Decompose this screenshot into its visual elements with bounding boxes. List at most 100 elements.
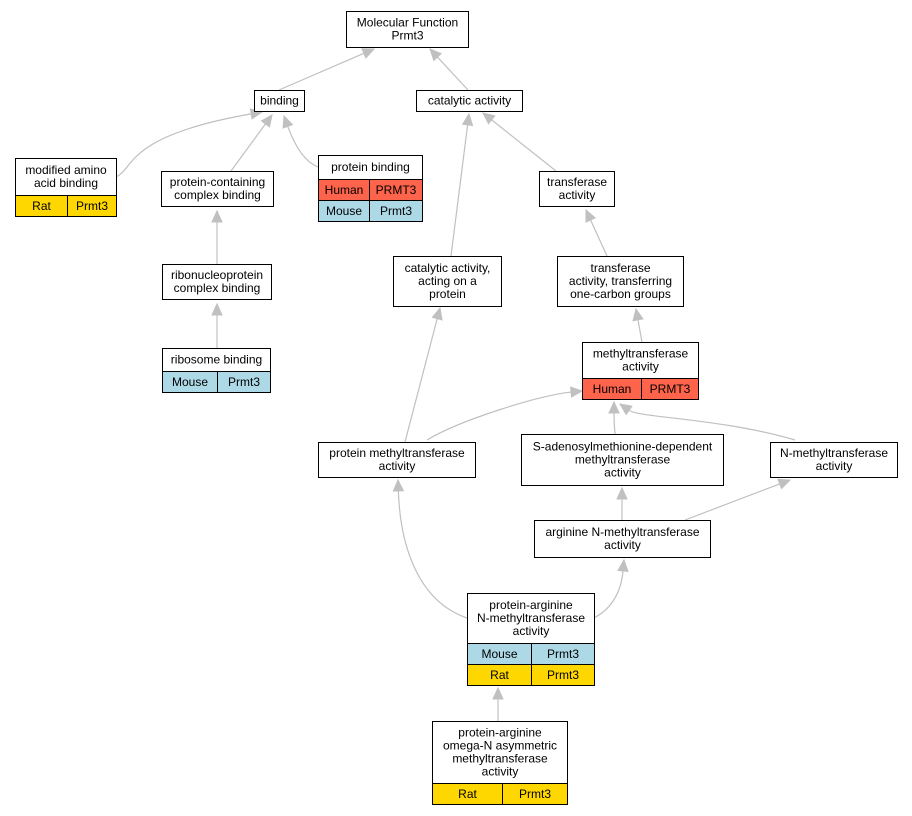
node-label-line: complex binding xyxy=(174,188,261,202)
edge-tocg-to-transferase xyxy=(585,208,608,257)
edge-line xyxy=(450,124,469,257)
node-label-line: Prmt3 xyxy=(391,29,423,43)
go-term-node-sam[interactable]: S-adenosylmethionine-dependentmethyltran… xyxy=(521,434,724,486)
edges-layer xyxy=(115,48,796,721)
node-label-line: activity xyxy=(379,459,416,473)
edge-arrowhead xyxy=(211,302,223,316)
edge-arrowhead xyxy=(608,400,620,414)
edge-modaa-to-binding xyxy=(115,108,264,178)
edge-parg-to-arg xyxy=(593,558,629,619)
node-label-line: protein methyltransferase xyxy=(329,446,465,460)
edge-arrowhead xyxy=(777,478,792,490)
species-label: Rat xyxy=(458,787,477,801)
edge-arrowhead xyxy=(617,558,629,572)
node-label-line: activity xyxy=(482,765,519,779)
node-frame xyxy=(557,256,684,307)
gene-label: Prmt3 xyxy=(519,787,551,801)
node-label-line: acid binding xyxy=(34,176,98,190)
edge-pb-to-binding xyxy=(282,114,319,168)
node-label-line: protein binding xyxy=(331,160,410,174)
edge-arg-to-nmta xyxy=(684,478,792,521)
node-label-line: acting on a xyxy=(418,274,477,288)
species-label: Mouse xyxy=(481,647,517,661)
node-label-line: Molecular Function xyxy=(357,16,458,30)
go-term-node-catalytic[interactable]: catalytic activity xyxy=(416,90,523,112)
edge-line xyxy=(287,126,319,168)
edge-line xyxy=(628,409,796,441)
node-label-line: protein xyxy=(429,287,466,301)
gene-label: Prmt3 xyxy=(547,668,579,682)
gene-label: Prmt3 xyxy=(228,375,260,389)
gene-cell xyxy=(67,195,117,217)
node-label-line: transferase xyxy=(547,175,607,189)
node-label-line: one-carbon groups xyxy=(570,287,671,301)
node-frame xyxy=(539,171,615,207)
edge-line xyxy=(230,123,266,172)
species-label: Mouse xyxy=(172,375,208,389)
edge-pmta-to-cap xyxy=(404,306,443,443)
edge-sam-to-mta xyxy=(608,400,620,435)
node-frame xyxy=(161,171,274,207)
edge-arrowhead xyxy=(461,112,474,127)
node-label-line: catalytic activity, xyxy=(405,261,491,275)
node-label-line: protein-arginine xyxy=(489,598,573,612)
gene-label: PRMT3 xyxy=(376,183,417,197)
edge-line xyxy=(404,318,438,443)
edge-arrowhead xyxy=(211,209,223,223)
gene-label: Prmt3 xyxy=(380,204,412,218)
node-frame xyxy=(318,442,476,478)
node-label-line: protein-containing xyxy=(170,175,265,189)
gene-cell xyxy=(641,378,699,400)
species-label: Human xyxy=(593,382,632,396)
node-label-line: S-adenosylmethionine-dependent xyxy=(533,440,713,454)
node-label-line: methyltransferase xyxy=(575,453,671,467)
edge-cap-to-catalytic xyxy=(450,112,474,257)
edge-pcb-to-binding xyxy=(230,114,273,172)
edge-arrowhead xyxy=(632,307,644,322)
edge-arrowhead xyxy=(429,48,443,62)
edge-line xyxy=(590,219,608,257)
node-label-line: protein-arginine xyxy=(458,726,542,740)
edge-line xyxy=(637,319,643,343)
edge-ribosome-to-rnp xyxy=(211,302,223,348)
gene-cell xyxy=(217,371,271,393)
edge-arrowhead xyxy=(431,306,443,321)
node-label-line: binding xyxy=(260,94,299,108)
go-term-node-parg[interactable]: protein-arginineN-methyltransferaseactiv… xyxy=(467,593,595,686)
node-label-line: activity xyxy=(513,624,550,638)
node-label-line: activity xyxy=(816,459,853,473)
edge-parg-to-pmta xyxy=(392,478,468,619)
node-label-line: activity xyxy=(604,538,641,552)
node-label-line: activity, transferring xyxy=(569,274,672,288)
node-label-line: modified amino xyxy=(25,163,107,177)
gene-cell xyxy=(502,783,568,805)
edge-transferase-to-catalytic xyxy=(482,112,557,172)
edge-rnp-to-pcb xyxy=(211,209,223,264)
edge-binding-to-mf xyxy=(278,48,376,91)
node-frame xyxy=(393,256,502,307)
edge-line xyxy=(278,52,365,91)
node-label-line: methyltransferase xyxy=(593,347,689,361)
edge-line xyxy=(115,113,252,178)
edge-line xyxy=(613,412,616,435)
go-term-node-binding[interactable]: binding xyxy=(254,90,305,112)
edge-catalytic-to-mf xyxy=(429,48,469,91)
edge-arrowhead xyxy=(585,208,597,223)
node-label-line: methyltransferase xyxy=(452,752,548,766)
node-label-line: N-methyltransferase xyxy=(477,611,585,625)
